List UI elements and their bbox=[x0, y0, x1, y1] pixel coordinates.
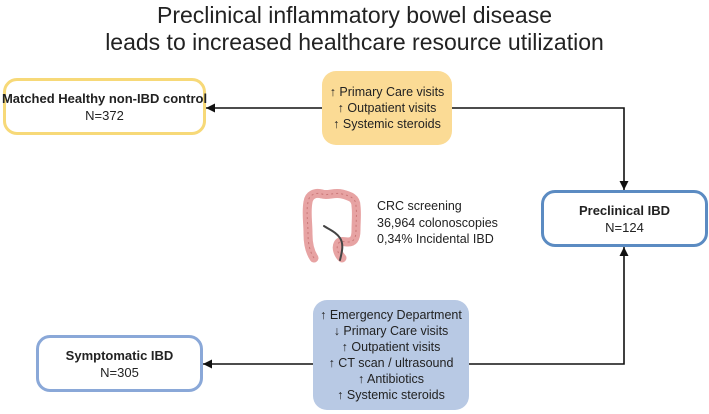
utilization-item: ↑ Systemic steroids bbox=[333, 117, 441, 131]
symptomatic-utilization-callout: ↑ Emergency Department ↓ Primary Care vi… bbox=[313, 300, 469, 410]
arrowhead-preclinical-down bbox=[619, 181, 629, 190]
preclinical-ibd-box: Preclinical IBD N=124 bbox=[541, 190, 708, 247]
symptomatic-ibd-label: Symptomatic IBD bbox=[65, 347, 174, 363]
screening-line-2: 36,964 colonoscopies bbox=[377, 215, 498, 230]
screening-line-1: CRC screening bbox=[377, 199, 462, 213]
preclinical-ibd-count: N=124 bbox=[605, 219, 644, 235]
arrowhead-control bbox=[206, 103, 215, 113]
utilization-item: ↑ Emergency Department bbox=[320, 308, 462, 322]
utilization-item: ↑ Primary Care visits bbox=[329, 85, 445, 99]
preclinical-utilization-callout: ↑ Primary Care visits ↑ Outpatient visit… bbox=[322, 71, 452, 145]
diagram-title: Preclinical inflammatory bowel disease l… bbox=[0, 2, 709, 56]
utilization-item: ↑ Outpatient visits bbox=[337, 101, 437, 115]
utilization-item: ↑ Systemic steroids bbox=[337, 388, 445, 402]
control-group-count: N=372 bbox=[85, 107, 124, 123]
screening-line-3: 0,34% Incidental IBD bbox=[377, 232, 494, 246]
symptomatic-ibd-count: N=305 bbox=[100, 364, 139, 380]
arrowhead-symptomatic bbox=[203, 359, 212, 369]
title-line-1: Preclinical inflammatory bowel disease bbox=[157, 2, 552, 28]
utilization-item: ↓ Primary Care visits bbox=[333, 324, 449, 338]
utilization-item: ↑ CT scan / ultrasound bbox=[328, 356, 454, 370]
colon-icon bbox=[302, 188, 361, 263]
arrowhead-preclinical-up bbox=[619, 247, 629, 256]
title-line-2: leads to increased healthcare resource u… bbox=[105, 29, 604, 55]
utilization-item: ↑ Antibiotics bbox=[357, 372, 424, 386]
symptomatic-ibd-box: Symptomatic IBD N=305 bbox=[36, 335, 203, 392]
utilization-item: ↑ Outpatient visits bbox=[341, 340, 441, 354]
control-group-box: Matched Healthy non-IBD control N=372 bbox=[1, 78, 208, 135]
preclinical-ibd-label: Preclinical IBD bbox=[578, 202, 671, 218]
crc-screening-note: CRC screening 36,964 colonoscopies 0,34%… bbox=[377, 198, 498, 248]
control-group-label: Matched Healthy non-IBD control bbox=[1, 90, 208, 106]
